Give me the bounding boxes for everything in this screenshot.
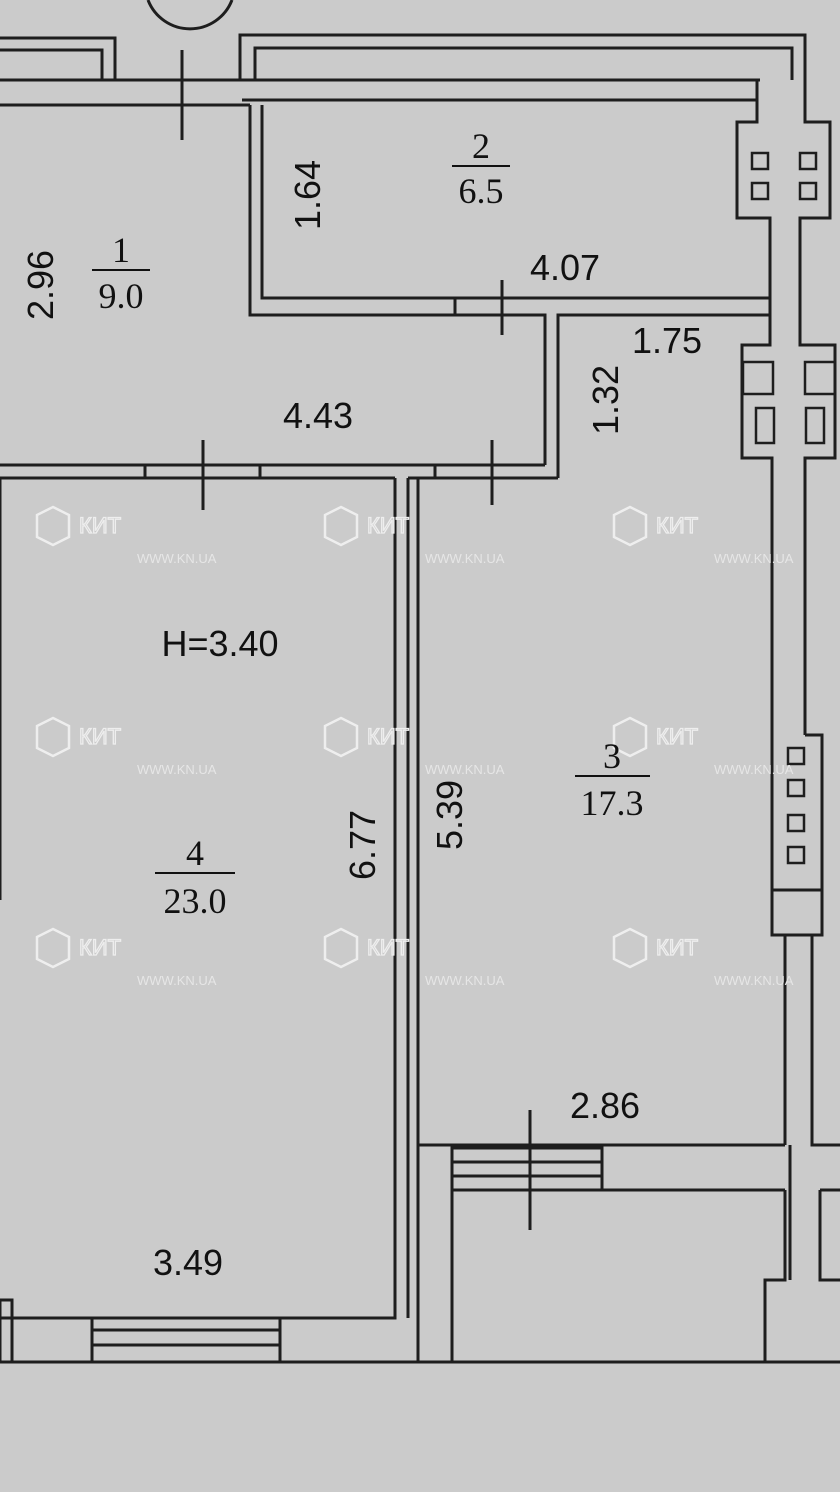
watermark-brand: КИТ xyxy=(367,724,409,749)
watermark-brand: КИТ xyxy=(656,724,698,749)
watermark-url: WWW.KN.UA xyxy=(137,973,217,988)
room-number: 1 xyxy=(112,230,130,270)
dimension-label: 4.43 xyxy=(283,395,353,436)
watermark-brand: КИТ xyxy=(367,513,409,538)
room-1-label: 1 9.0 xyxy=(92,230,150,316)
watermark-brand: КИТ xyxy=(367,935,409,960)
room-number: 2 xyxy=(472,126,490,166)
watermark-brand: КИТ xyxy=(656,513,698,538)
exterior-wall-top xyxy=(0,50,760,140)
watermark-brand: КИТ xyxy=(79,724,121,749)
dimension-label: 1.64 xyxy=(287,160,328,230)
room-area: 9.0 xyxy=(99,276,144,316)
room-4-label: 4 23.0 xyxy=(155,833,235,921)
watermark-url: WWW.KN.UA xyxy=(714,551,794,566)
dimension-label: 2.96 xyxy=(20,250,61,320)
watermark-url: WWW.KN.UA xyxy=(714,973,794,988)
dimension-label: 6.77 xyxy=(342,810,383,880)
watermark-brand: КИТ xyxy=(79,513,121,538)
watermark-url: WWW.KN.UA xyxy=(137,762,217,777)
room-number: 3 xyxy=(603,736,621,776)
room-number: 4 xyxy=(186,833,204,873)
bottom-balcony xyxy=(0,1110,840,1364)
room-area: 6.5 xyxy=(459,171,504,211)
watermark-url: WWW.KN.UA xyxy=(714,762,794,777)
room-area: 23.0 xyxy=(164,881,227,921)
watermark-url: WWW.KN.UA xyxy=(425,762,505,777)
dimension-label: 1.32 xyxy=(585,365,626,435)
dimension-label: 2.86 xyxy=(570,1085,640,1126)
watermark-url: WWW.KN.UA xyxy=(425,973,505,988)
watermark-url: WWW.KN.UA xyxy=(425,551,505,566)
dimensions: 2.96 4.43 1.64 4.07 1.75 1.32 5.39 2.86 … xyxy=(20,160,702,1283)
dimension-label: 1.75 xyxy=(632,320,702,361)
watermark-url: WWW.KN.UA xyxy=(137,551,217,566)
room-2-label: 2 6.5 xyxy=(452,126,510,211)
dimension-label: 5.39 xyxy=(429,780,470,850)
dimension-label: 4.07 xyxy=(530,247,600,288)
room-area: 17.3 xyxy=(581,783,644,823)
interior-walls xyxy=(0,105,785,1320)
door-swing-arc xyxy=(146,0,234,31)
dimension-label: 3.49 xyxy=(153,1242,223,1283)
watermarks: КИТ WWW.KN.UA КИТ WWW.KN.UA КИТ WWW.KN.UA К… xyxy=(35,505,794,988)
ceiling-height-label: H=3.40 xyxy=(161,623,278,664)
watermark-brand: КИТ xyxy=(79,935,121,960)
top-balcony xyxy=(0,33,807,80)
room-3-label: 3 17.3 xyxy=(575,736,650,823)
ventilation-shafts xyxy=(735,80,840,1147)
watermark-brand: КИТ xyxy=(656,935,698,960)
